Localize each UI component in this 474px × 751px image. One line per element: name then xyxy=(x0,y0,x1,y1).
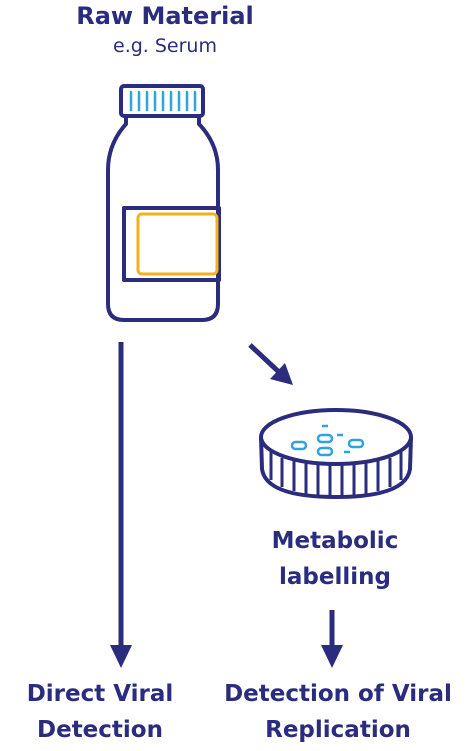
dish-wall xyxy=(259,436,413,500)
dish-ridges xyxy=(269,452,403,496)
bottle-label xyxy=(122,206,221,282)
dish-rim xyxy=(259,408,413,466)
arrow-icon xyxy=(321,610,343,668)
bottle-cap xyxy=(119,84,205,118)
metabolic-labelling-line1: Metabolic xyxy=(271,528,399,554)
diagram-title: Raw Material xyxy=(76,2,254,30)
metabolic-labelling-line2: labelling xyxy=(279,564,391,590)
cap-stripes xyxy=(129,90,197,112)
replication-detection-line2: Replication xyxy=(265,717,411,743)
bottle-body xyxy=(106,114,220,322)
diagram-subtitle: e.g. Serum xyxy=(113,35,217,57)
arrow-icon xyxy=(248,343,293,385)
replication-detection-line1: Detection of Viral xyxy=(224,681,452,707)
direct-detection-line2: Detection xyxy=(37,717,163,743)
arrow-icon xyxy=(110,342,132,668)
direct-detection-line1: Direct Viral xyxy=(26,681,174,707)
labelled-cells xyxy=(290,424,365,457)
bottle-label-inner xyxy=(136,212,219,276)
bottle-icon xyxy=(106,84,221,322)
petri-dish-icon xyxy=(259,408,413,500)
